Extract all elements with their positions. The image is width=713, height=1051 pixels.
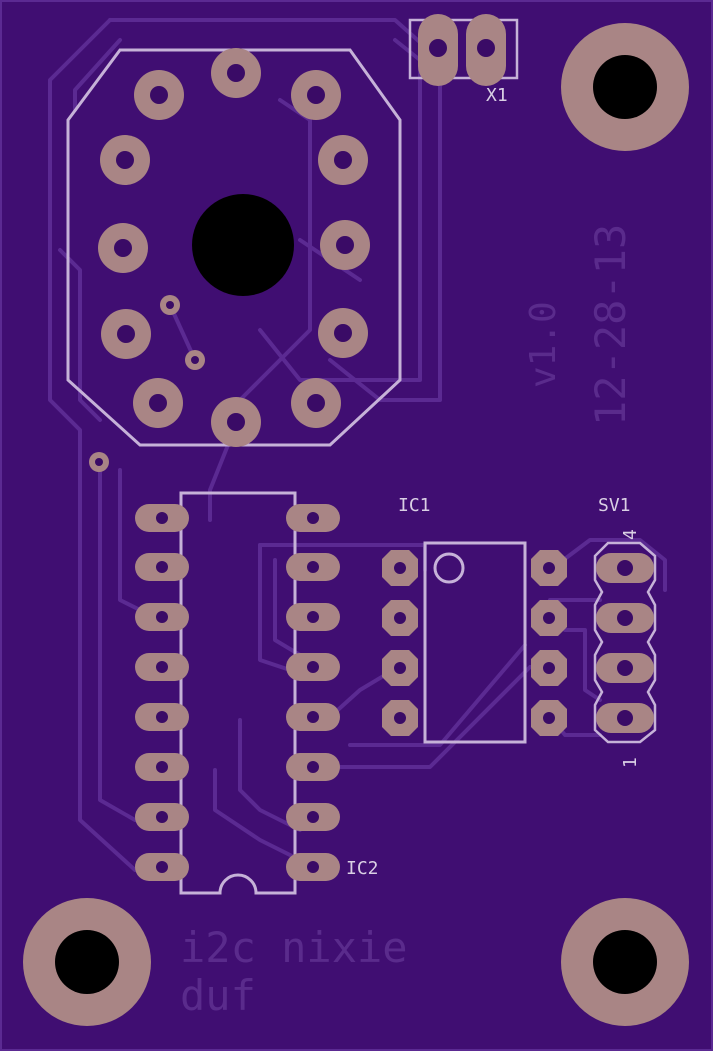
title-line-1: i2c nixie [180, 923, 408, 972]
nixie-pins [98, 48, 370, 447]
ic2-pins-right [286, 504, 340, 881]
connector-sv1 [593, 541, 657, 744]
mounting-hole-top-right [561, 23, 689, 151]
ic2-pins-left [135, 504, 189, 881]
connector-x1 [408, 14, 519, 86]
ic1-label: IC1 [398, 495, 431, 516]
copper-traces [48, 18, 667, 872]
version-text: v1.0 [523, 301, 564, 388]
mounting-hole-bottom-right [561, 898, 689, 1026]
sv1-pin4-label: 4 [620, 529, 641, 540]
ic2-chip [135, 491, 340, 895]
sv1-label: SV1 [598, 495, 631, 516]
sv1-pin1-label: 1 [620, 757, 641, 768]
ic2-label: IC2 [346, 858, 379, 879]
title-line-2: duf [180, 971, 256, 1020]
mounting-hole-bottom-left [23, 898, 151, 1026]
ic1-pins [382, 550, 567, 736]
nixie-center-hole [192, 194, 294, 296]
date-text: 12-28-13 [586, 224, 635, 426]
vias [89, 295, 205, 472]
ic1-chip [382, 541, 567, 744]
nixie-socket [66, 48, 402, 447]
x1-label: X1 [486, 85, 508, 106]
